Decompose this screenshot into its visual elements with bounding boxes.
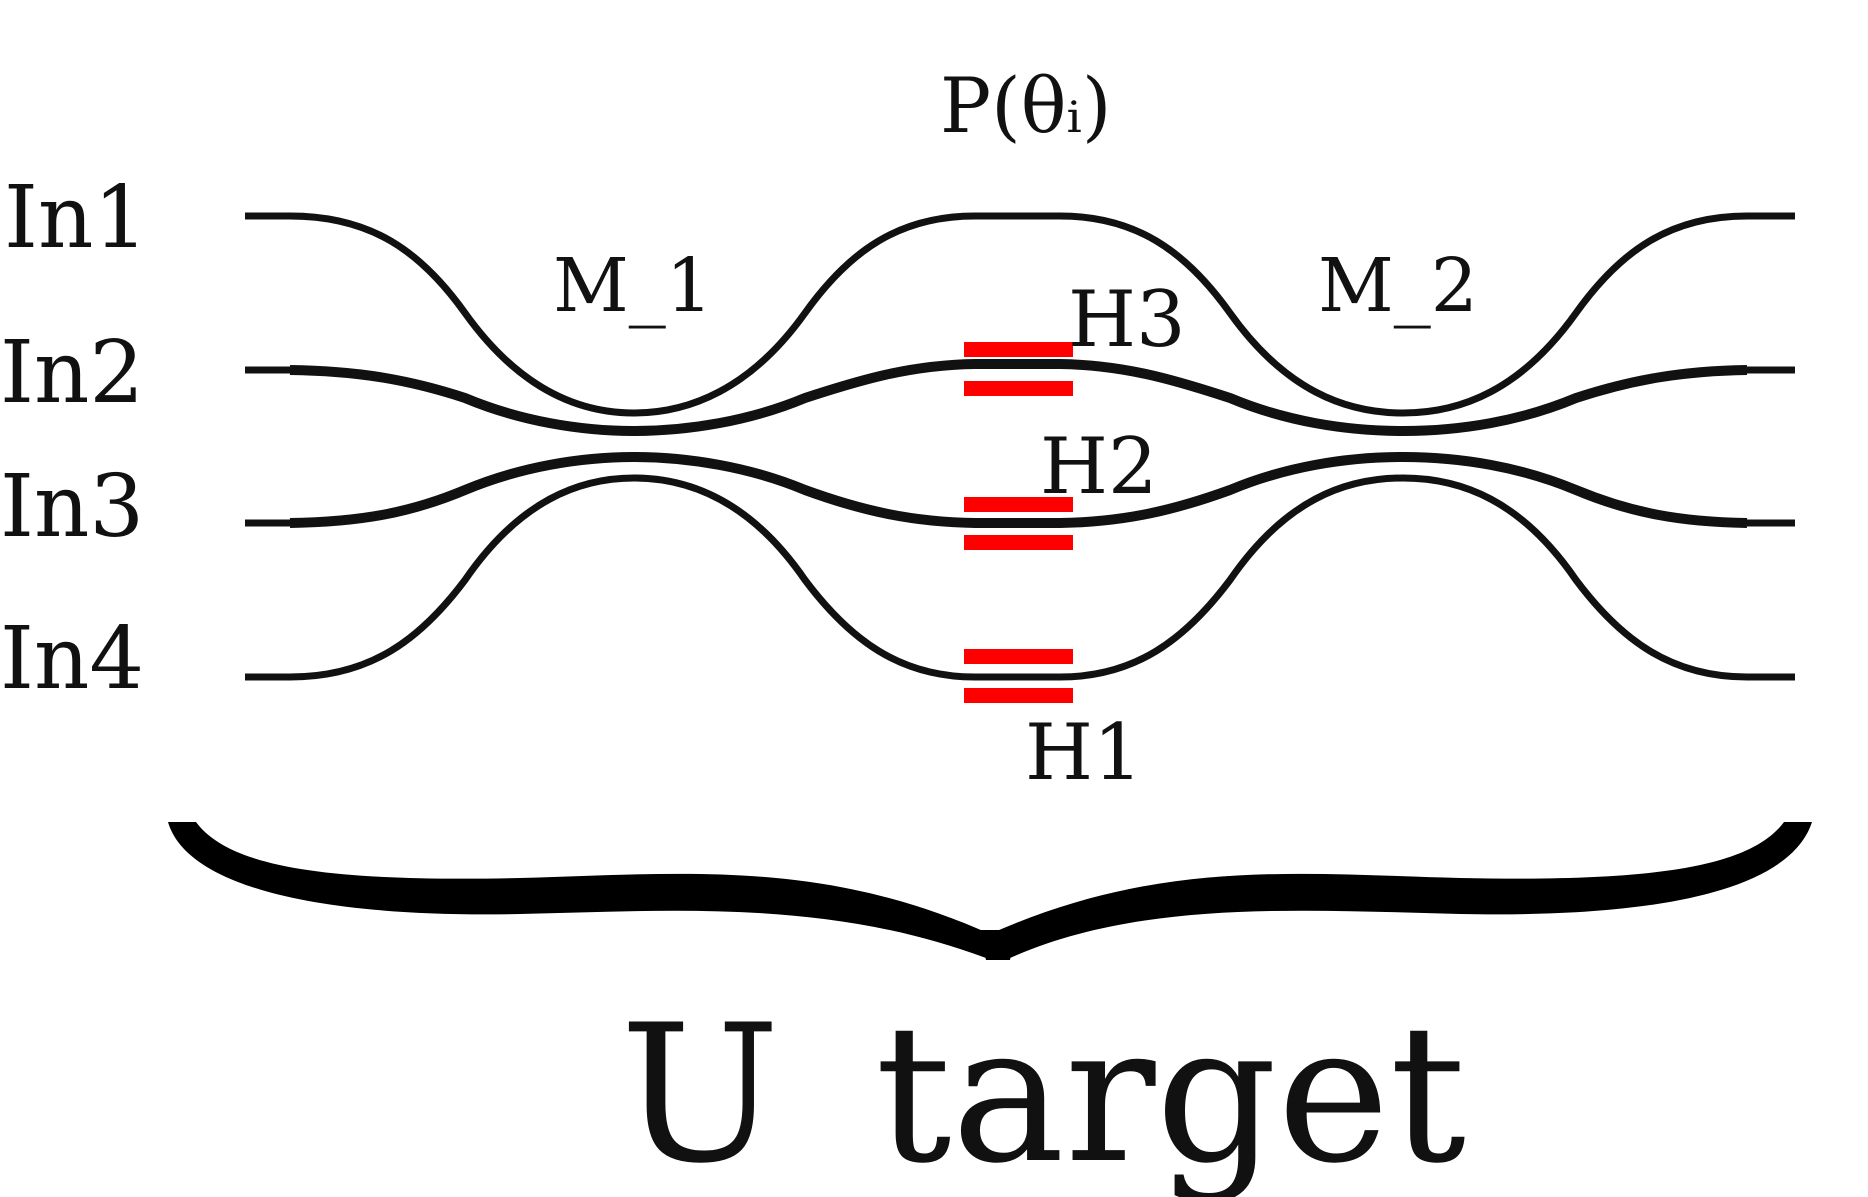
input-label-in3: In3 [0, 457, 144, 557]
waveguide-2 [245, 359, 1795, 436]
mzi-label-m2: M_2 [1318, 243, 1478, 329]
mzi-label-m1: M_1 [553, 243, 713, 329]
heater-label-h3: H3 [1068, 275, 1186, 365]
waveguide-1 [245, 212, 1795, 417]
heater-label-h1: H1 [1025, 708, 1143, 798]
input-label-in4: In4 [0, 609, 144, 709]
heater-h3 [964, 342, 1073, 396]
input-label-in2: In2 [0, 323, 144, 423]
waveguide-4 [245, 474, 1795, 681]
waveguide-3 [245, 452, 1795, 528]
phase-shifter-label: P(θᵢ) [940, 61, 1111, 150]
heater-h2 [964, 497, 1073, 550]
curly-brace-tip [970, 930, 1026, 960]
target-label: U_target [620, 984, 1466, 1197]
curly-brace [168, 822, 1812, 958]
heater-label-h2: H2 [1040, 422, 1158, 512]
heater-h1 [964, 649, 1073, 703]
input-label-in1: In1 [4, 168, 148, 268]
